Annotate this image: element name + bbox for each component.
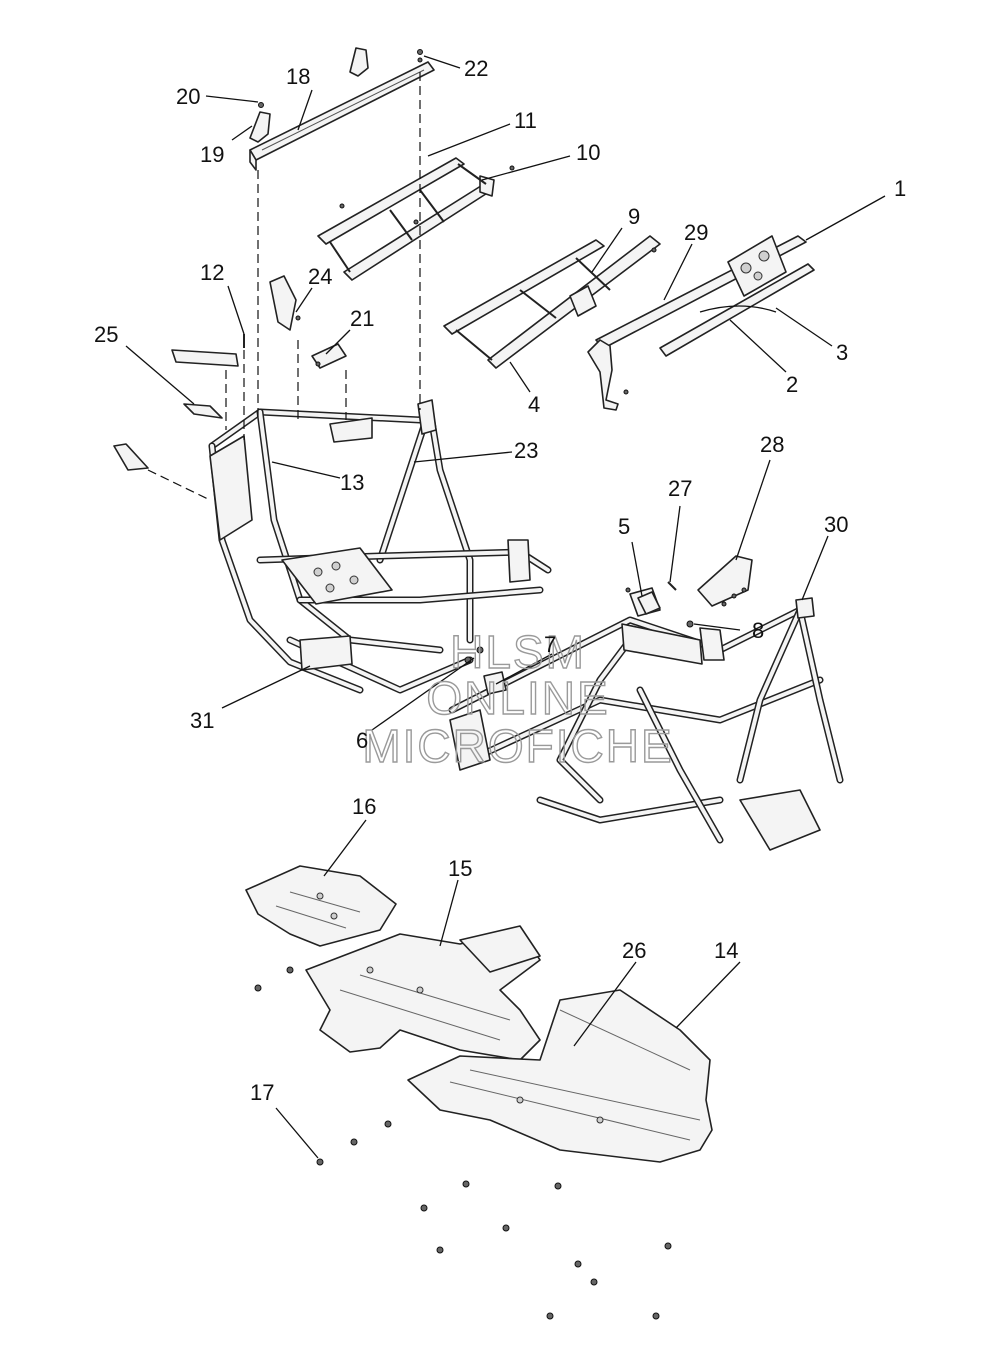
part-27-bolt bbox=[667, 581, 677, 591]
part-8-bolt bbox=[686, 620, 694, 628]
callout-11: 11 bbox=[514, 108, 537, 133]
main-frame-rear bbox=[208, 399, 552, 694]
callout-23: 23 bbox=[514, 438, 538, 463]
callout-5: 5 bbox=[618, 514, 630, 539]
callout-25: 25 bbox=[94, 322, 118, 347]
part-24-bracket bbox=[269, 275, 301, 331]
part-21-plate bbox=[311, 343, 347, 369]
part-18-rail bbox=[249, 61, 435, 171]
part-1-frame bbox=[587, 235, 815, 411]
callout-20: 20 bbox=[176, 84, 200, 109]
watermark-line-3: MICROFICHE bbox=[362, 720, 673, 772]
callout-28: 28 bbox=[760, 432, 784, 457]
part-5-clip bbox=[625, 587, 661, 615]
callout-26: 26 bbox=[622, 938, 646, 963]
callout-19: 19 bbox=[200, 142, 224, 167]
callout-8: 8 bbox=[752, 618, 764, 643]
callout-16: 16 bbox=[352, 794, 376, 819]
part-14-skid-plate bbox=[407, 989, 713, 1163]
part-22-bracket bbox=[349, 47, 423, 77]
part-25-brace bbox=[113, 349, 239, 471]
callout-4: 4 bbox=[528, 392, 540, 417]
callout-29: 29 bbox=[684, 220, 708, 245]
callout-1: 1 bbox=[894, 176, 906, 201]
part-4-frame bbox=[443, 235, 661, 369]
part-10-frame bbox=[317, 157, 515, 281]
leader-lines bbox=[125, 55, 886, 1159]
part-19-bracket bbox=[249, 102, 271, 143]
callout-7: 7 bbox=[544, 632, 556, 657]
callout-30: 30 bbox=[824, 512, 848, 537]
callout-21: 21 bbox=[350, 306, 374, 331]
callout-14: 14 bbox=[714, 938, 738, 963]
callout-labels: 1 2 3 4 5 6 7 8 9 10 11 12 13 14 15 16 1… bbox=[94, 56, 906, 1105]
callout-2: 2 bbox=[786, 372, 798, 397]
callout-9: 9 bbox=[628, 204, 640, 229]
callout-24: 24 bbox=[308, 264, 332, 289]
callout-3: 3 bbox=[836, 340, 848, 365]
part-15-skid-plate bbox=[305, 925, 541, 1061]
callout-13: 13 bbox=[340, 470, 364, 495]
callout-31: 31 bbox=[190, 708, 214, 733]
part-16-skid-plate bbox=[245, 865, 397, 947]
watermark-line-2: ONLINE bbox=[426, 672, 609, 724]
callout-6: 6 bbox=[356, 728, 368, 753]
watermark: HLSM ONLINE MICROFICHE bbox=[362, 625, 673, 772]
callout-22: 22 bbox=[464, 56, 488, 81]
part-28-bracket bbox=[697, 555, 753, 607]
callout-15: 15 bbox=[448, 856, 472, 881]
callout-27: 27 bbox=[668, 476, 692, 501]
loose-fasteners bbox=[254, 966, 672, 1320]
callout-17: 17 bbox=[250, 1080, 274, 1105]
alignment-lines bbox=[147, 72, 421, 501]
watermark-line-1: HLSM bbox=[450, 626, 586, 678]
main-frame-front bbox=[448, 587, 844, 851]
callout-12: 12 bbox=[200, 260, 224, 285]
callout-18: 18 bbox=[286, 64, 310, 89]
callout-10: 10 bbox=[576, 140, 600, 165]
